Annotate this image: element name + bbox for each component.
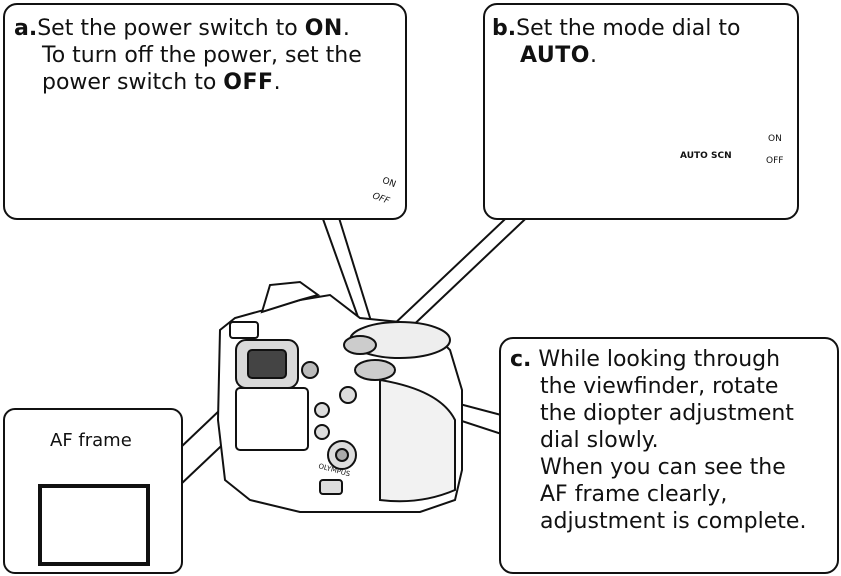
- af-frame-panel: [3, 408, 183, 574]
- step-a-box: [3, 3, 407, 220]
- viewfinder-frame: [38, 484, 150, 566]
- dial-auto-label: AUTO: [680, 151, 708, 161]
- step-a-text: a.Set the power switch to ON. To turn of…: [14, 16, 362, 95]
- step-b-letter: b.: [492, 16, 517, 41]
- step-c-box: [499, 337, 839, 574]
- step-c-letter: c.: [510, 347, 532, 372]
- auto-keyword: AUTO: [520, 43, 590, 68]
- on-keyword: ON: [304, 16, 343, 41]
- dial-off-label: OFF: [766, 156, 784, 166]
- step-c-text: c. While looking through the viewfinder,…: [510, 347, 807, 534]
- dial-on-label: ON: [768, 134, 782, 144]
- step-b-text: b.Set the mode dial to AUTO.: [492, 16, 741, 68]
- step-a-letter: a.: [14, 16, 38, 41]
- camera-illustration: [216, 280, 463, 513]
- af-frame-label: AF frame: [50, 430, 132, 451]
- off-keyword: OFF: [223, 70, 274, 95]
- dial-scn-label: SCN: [711, 151, 732, 161]
- step-b-box: [483, 3, 799, 220]
